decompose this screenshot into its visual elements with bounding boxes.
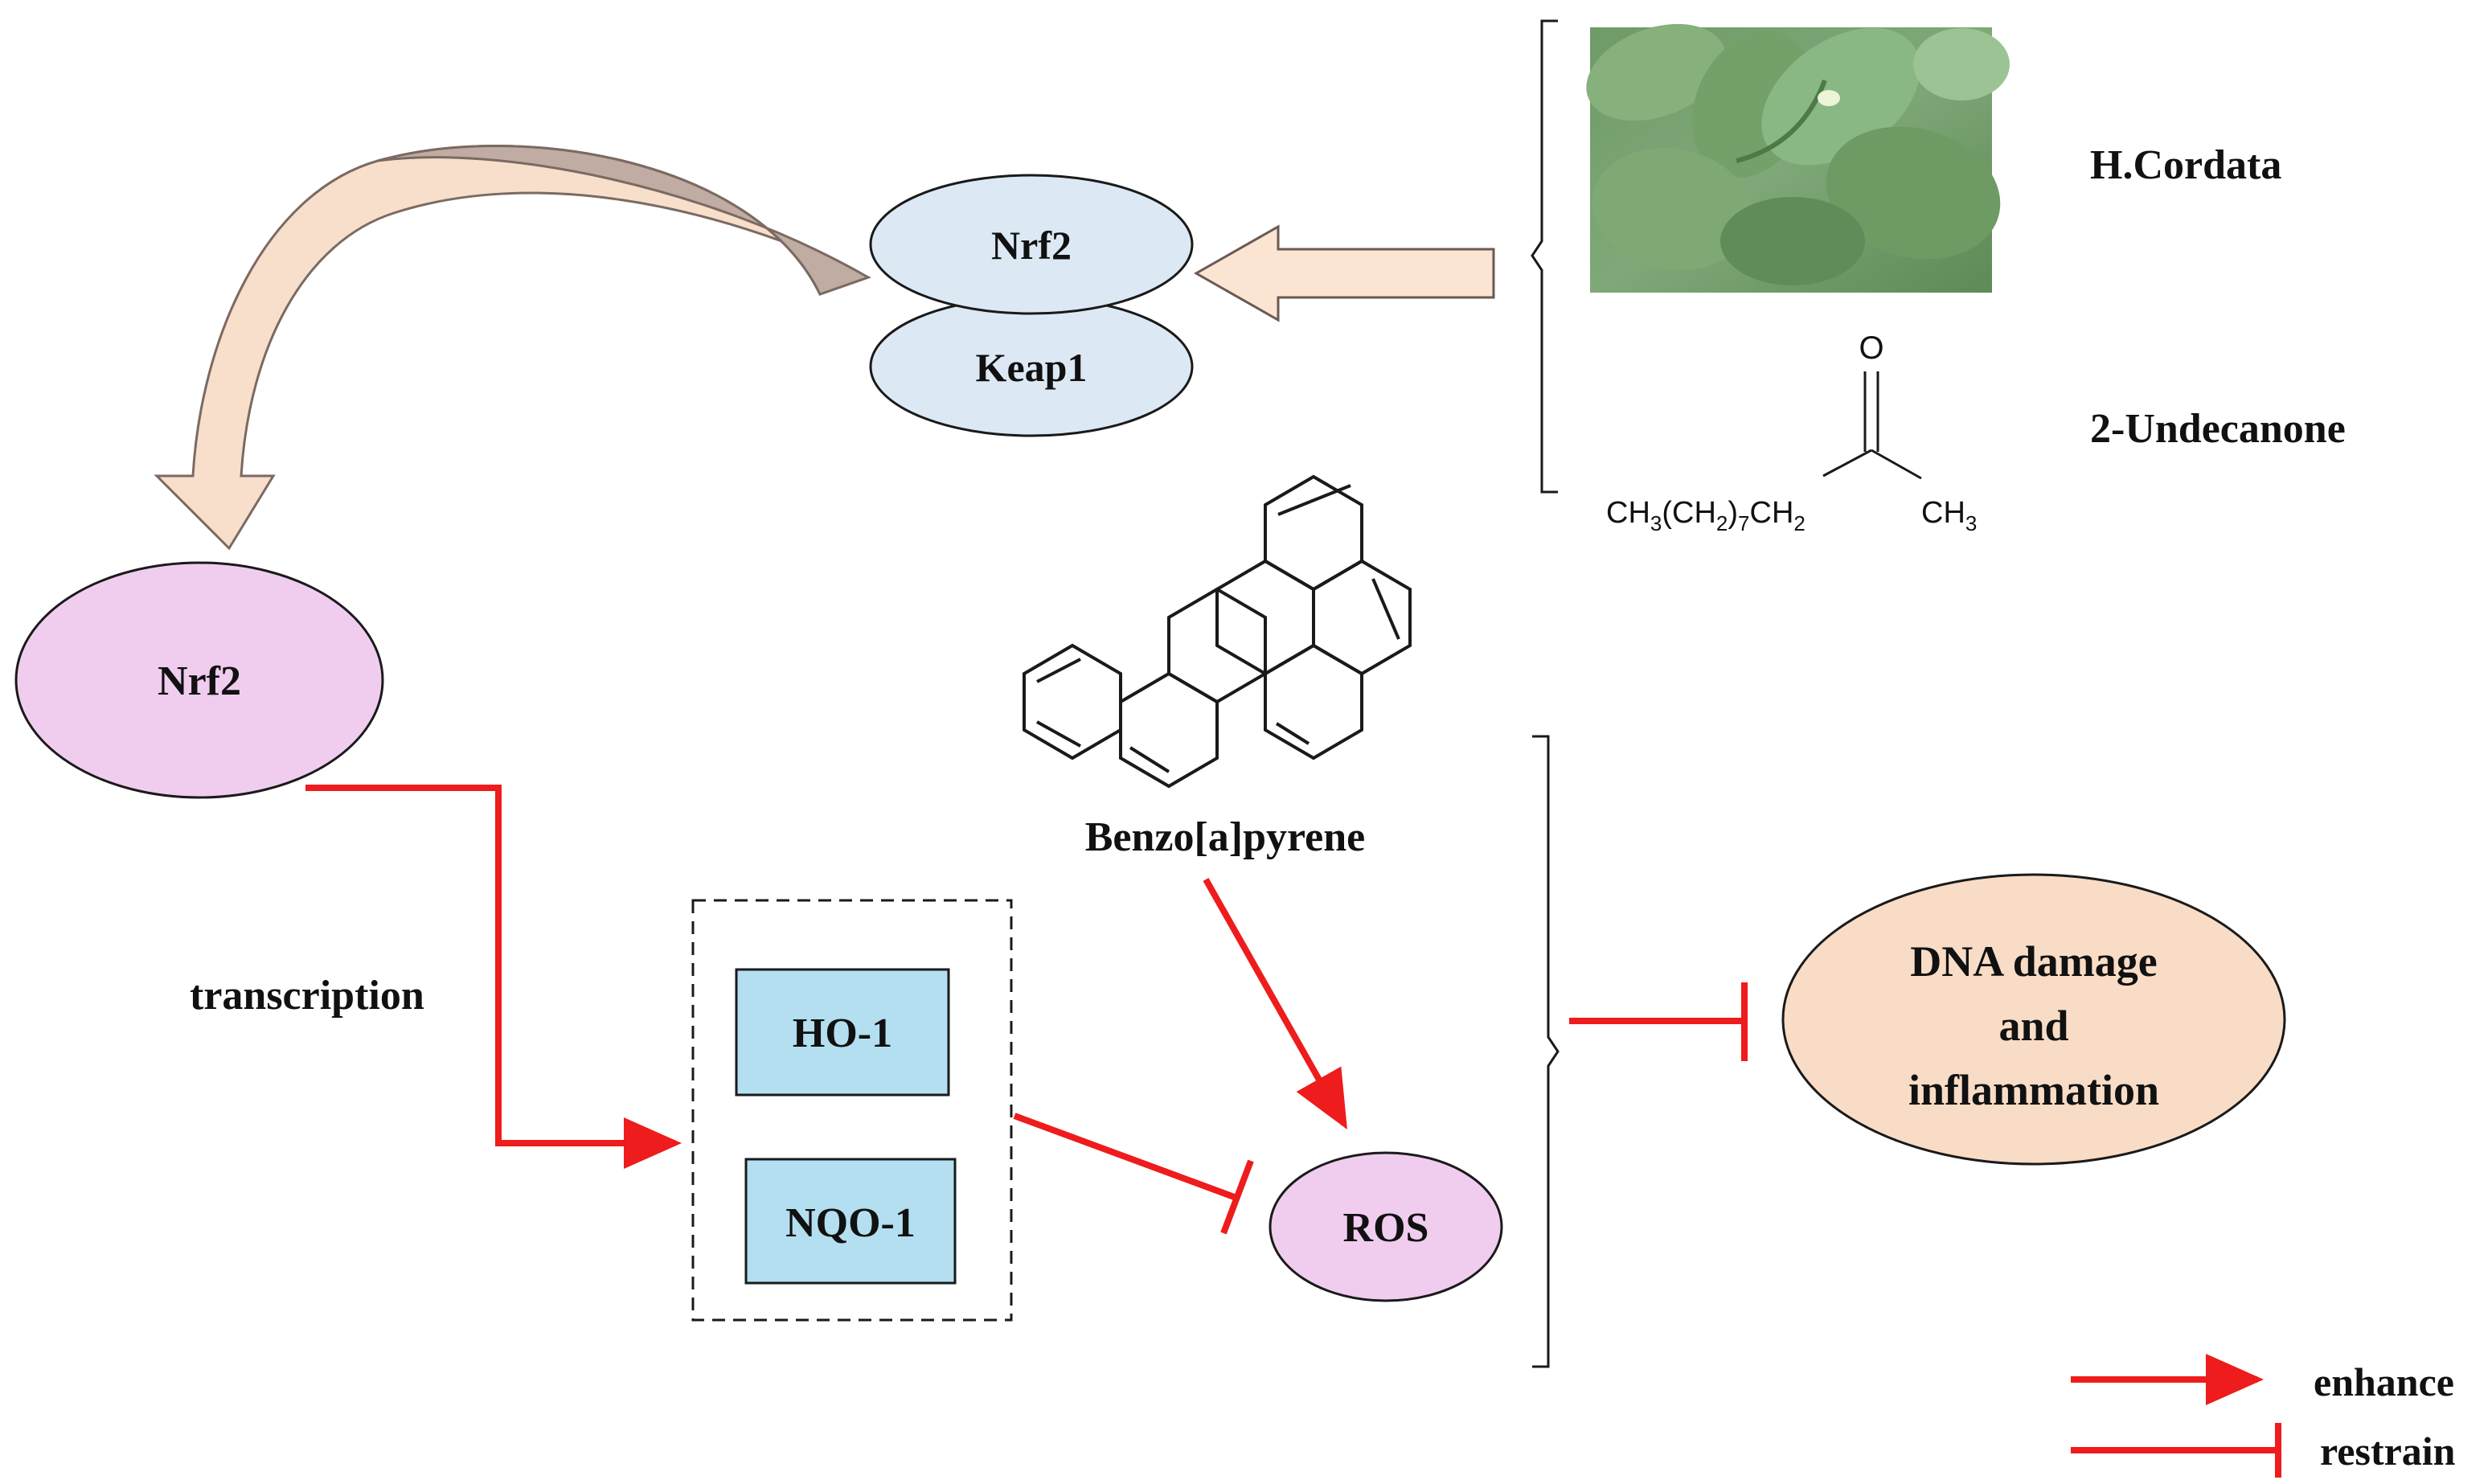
legend-restrain-label: restrain	[2320, 1429, 2456, 1474]
keap1-label: Keap1	[976, 345, 1088, 390]
compound-brace	[1531, 19, 1558, 494]
ros-node: ROS	[1269, 1151, 1503, 1302]
transcription-arrow	[305, 785, 682, 1169]
nqo1-label: NQO-1	[785, 1200, 916, 1246]
nqo1-box: NQO-1	[744, 1158, 957, 1285]
nrf2-nuclear-node: Nrf2	[14, 561, 384, 799]
ho1-box: HO-1	[735, 968, 950, 1097]
nrf2-nuclear-label: Nrf2	[158, 658, 241, 704]
curved-translocation-arrow	[154, 145, 871, 551]
dna-damage-line1: DNA damage	[1910, 937, 2158, 986]
legend: enhance restrain	[2071, 1354, 2456, 1478]
nrf2-complex-ellipse	[869, 174, 1194, 315]
benzopyrene-enhance-ros-arrow	[1203, 878, 1347, 1129]
ho1-label: HO-1	[793, 1011, 892, 1056]
activation-block-arrow	[1193, 224, 1495, 322]
benzopyrene-structure	[1023, 474, 1412, 789]
enzyme-group-box	[691, 899, 1013, 1322]
alkyl-chain-formula: CH3(CH2)7CH2	[1606, 496, 1805, 535]
legend-enhance-label: enhance	[2314, 1359, 2454, 1404]
transcription-label: transcription	[190, 973, 424, 1019]
restrain-dna-damage	[1569, 982, 1748, 1061]
dna-damage-node: DNA damage and inflammation	[1781, 873, 2286, 1166]
nrf2-complex-label: Nrf2	[991, 223, 1072, 268]
ros-label: ROS	[1343, 1205, 1429, 1251]
carbonyl-oxygen: O	[1859, 330, 1883, 366]
dna-damage-line3: inflammation	[1908, 1066, 2159, 1114]
enzymes-restrain-ros	[1013, 1113, 1254, 1235]
h-cordata-label: H.Cordata	[2090, 142, 2281, 188]
methyl-formula: CH3	[1921, 496, 1977, 535]
dna-damage-line2: and	[1998, 1002, 2068, 1050]
benzopyrene-label: Benzo[a]pyrene	[1085, 814, 1366, 860]
nrf2-keap1-complex: Nrf2 Keap1	[869, 174, 1194, 437]
undecanone-label: 2-Undecanone	[2090, 406, 2346, 452]
h-cordata-leaf-photo	[1586, 23, 2010, 293]
mechanism-bracket	[1532, 735, 1560, 1368]
undecanone-structure: O CH3(CH2)7CH2 CH3	[1606, 330, 1977, 535]
